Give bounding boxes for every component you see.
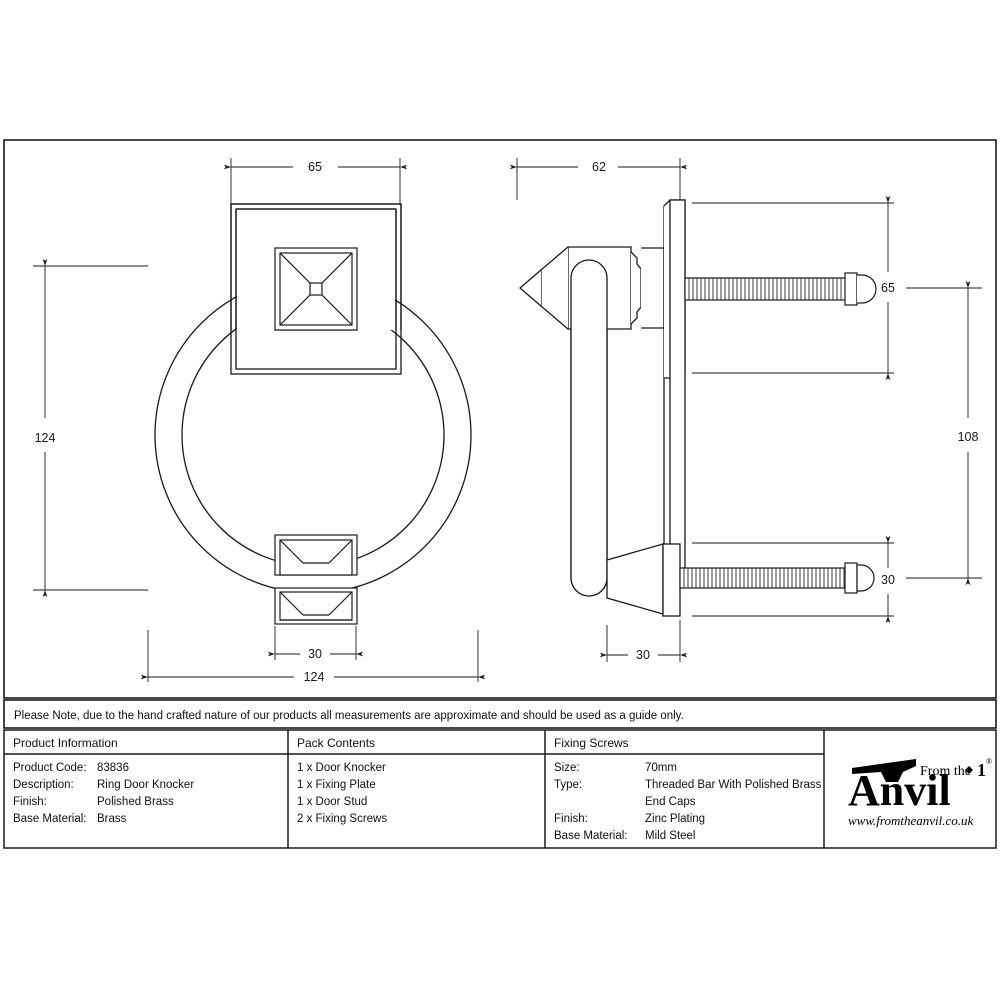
dim-label-overall-width: 124: [304, 670, 325, 684]
description-label: Description:: [13, 779, 74, 791]
bottom-stud-upper: [274, 534, 358, 576]
logo-url-text: www.fromtheanvil.co.uk: [848, 813, 974, 828]
screw-base-material-label: Base Material:: [554, 830, 628, 842]
lower-threaded-bar: [679, 562, 875, 594]
dim-label-total-side-height: 108: [958, 430, 979, 444]
product-code-value: 83836: [97, 762, 129, 774]
lower-door-stud: [606, 543, 681, 617]
diamond-icon: [965, 766, 973, 774]
drawing-frame: [3, 139, 997, 699]
screw-finish-label: Finish:: [554, 813, 588, 825]
logo-anvil-text: Anvil: [848, 766, 951, 815]
front-dimension-overall-width: [140, 630, 486, 682]
note-row: [3, 699, 997, 729]
dim-label-stud-width: 30: [308, 647, 322, 661]
upper-threaded-bar: [684, 272, 877, 306]
table-header-pack-contents: Pack Contents: [297, 736, 375, 750]
side-dimension-lower-screw-height: [692, 535, 894, 624]
table-header-fixing-screws: Fixing Screws: [554, 736, 629, 750]
finish-label: Finish:: [13, 796, 47, 808]
screw-type-value: Threaded Bar With Polished Brass: [645, 779, 822, 791]
pack-item-2: 1 x Fixing Plate: [297, 779, 376, 791]
dim-label-stud-depth: 30: [636, 648, 650, 662]
pack-item-1: 1 x Door Knocker: [297, 762, 386, 774]
logo-numeral-one: 1: [977, 760, 986, 780]
dim-label-projection-depth: 62: [592, 160, 606, 174]
anvil-icon: [852, 759, 916, 782]
ring-side-profile-front: [570, 259, 608, 597]
side-dimension-upper-screw-height: [692, 195, 894, 381]
front-view: [154, 203, 472, 625]
description-value: Ring Door Knocker: [97, 779, 194, 791]
brand-logo: Anvil From the 1 ® www.fromtheanvil.co.u…: [848, 757, 992, 828]
screw-finish-value: Zinc Plating: [645, 813, 705, 825]
side-dimension-projection-depth: [509, 158, 688, 200]
finish-value: Polished Brass: [97, 796, 174, 808]
pack-item-3: 1 x Door Stud: [297, 796, 367, 808]
front-dimension-stud-width: [267, 626, 364, 660]
dim-label-upper-screw-height: 65: [881, 281, 895, 295]
backplate-relines: [230, 203, 402, 330]
screw-type-value-cont: End Caps: [645, 796, 696, 808]
dim-label-overall-height: 124: [35, 431, 56, 445]
base-material-value: Brass: [97, 813, 127, 825]
dim-label-lower-screw-height: 30: [881, 573, 895, 587]
screw-type-label: Type:: [554, 779, 582, 791]
pack-item-4: 2 x Fixing Screws: [297, 813, 387, 825]
front-dimension-overall-height: [33, 258, 148, 598]
screw-base-material-value: Mild Steel: [645, 830, 696, 842]
centre-pyramid-boss-front: [274, 247, 358, 331]
base-material-label: Base Material:: [13, 813, 87, 825]
upper-fixing-plate: [663, 199, 686, 579]
logo-from-the-text: From the: [920, 764, 971, 779]
side-dimension-stud-depth: [599, 620, 688, 662]
screw-size-value: 70mm: [645, 762, 677, 774]
note-text: Please Note, due to the hand crafted nat…: [14, 710, 684, 722]
info-table-grid: [3, 729, 997, 849]
bottom-stud-lower: [274, 587, 358, 625]
table-header-product-information: Product Information: [13, 736, 118, 750]
side-dimension-total-side-height: [906, 280, 982, 586]
front-dimension-plate-width: [223, 158, 408, 205]
dim-label-plate-width: 65: [308, 160, 322, 174]
screw-size-label: Size:: [554, 762, 580, 774]
logo-registered-mark: ®: [986, 757, 992, 766]
side-view: [519, 199, 877, 617]
product-code-label: Product Code:: [13, 762, 87, 774]
